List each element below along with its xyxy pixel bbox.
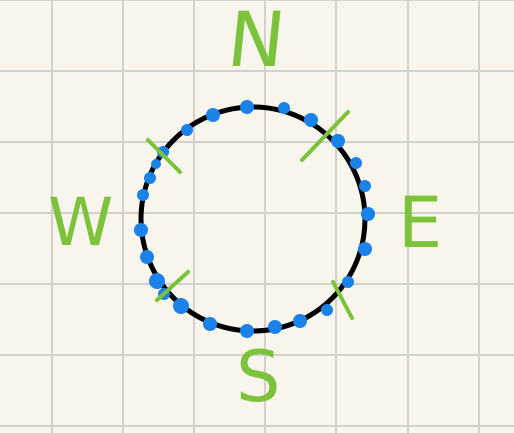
- blue-dot: [321, 304, 333, 316]
- blue-dot: [268, 320, 282, 334]
- blue-dot: [137, 189, 149, 201]
- intercardinal-ticks: [146, 110, 354, 320]
- blue-dot: [181, 124, 193, 136]
- blue-dot: [206, 108, 220, 122]
- blue-dot: [331, 134, 345, 148]
- blue-dot: [140, 250, 154, 264]
- blue-dot: [304, 113, 318, 127]
- intercardinal-tick: [300, 110, 350, 162]
- west-label: W: [48, 184, 114, 261]
- north-label: N: [223, 0, 290, 84]
- intercardinal-tick: [155, 270, 190, 302]
- dots-group: [134, 100, 375, 338]
- blue-dot: [149, 273, 165, 289]
- blue-dot: [134, 223, 148, 237]
- blue-dot: [240, 324, 254, 338]
- blue-dot: [240, 100, 254, 114]
- blue-dot: [203, 317, 217, 331]
- blue-dot: [359, 180, 371, 192]
- blue-dot: [358, 242, 372, 256]
- blue-dot: [157, 146, 169, 158]
- south-label: S: [236, 336, 281, 418]
- east-label: E: [398, 182, 443, 264]
- blue-dot: [342, 276, 354, 288]
- blue-dot: [350, 157, 362, 169]
- blue-dot: [361, 207, 375, 221]
- blue-dot: [144, 172, 156, 184]
- blue-dot: [293, 314, 307, 328]
- blue-dot: [278, 102, 290, 114]
- intercardinal-tick: [146, 138, 182, 174]
- intercardinal-tick: [331, 280, 354, 320]
- blue-dot: [151, 159, 161, 169]
- blue-dot: [173, 298, 189, 314]
